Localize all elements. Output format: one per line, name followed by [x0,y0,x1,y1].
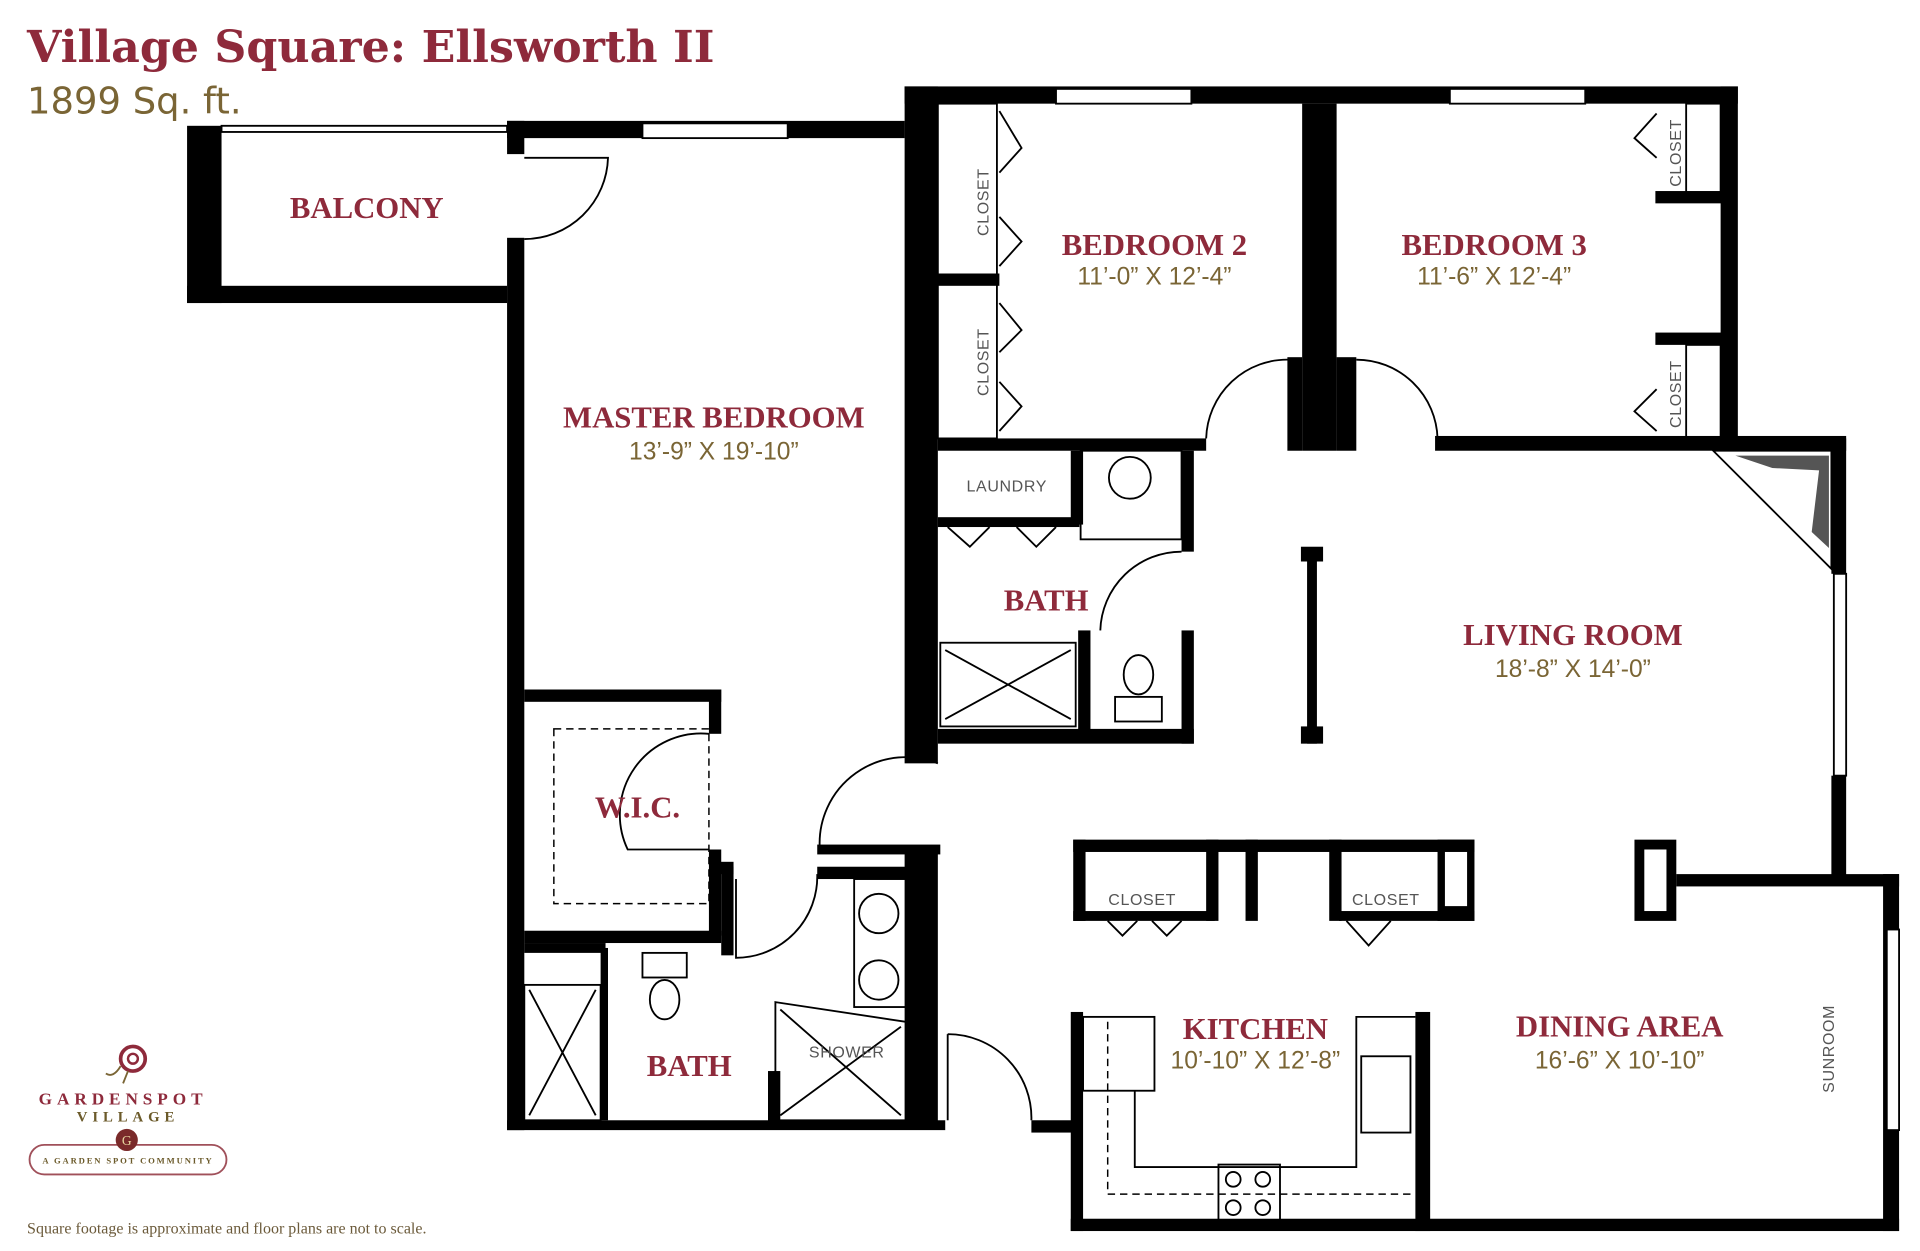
bedroom-2-label: BEDROOM 2 [1062,228,1247,262]
shower-label: SHOWER [809,1045,885,1062]
walls [187,86,1901,1232]
wic-label: W.I.C. [595,790,680,824]
master-bath-label: BATH [647,1049,732,1083]
window [1055,87,1193,105]
window [1448,87,1587,105]
closet-label: CLOSET [975,168,992,236]
closet-label: CLOSET [1352,892,1420,909]
living-room-dims: 18’-8” X 14’-0” [1495,656,1651,683]
toilet-icon [1122,654,1155,696]
kitchen-dims: 10’-10” X 12’-8” [1171,1048,1341,1075]
master-bedroom-dims: 13’-9” X 19’-10” [629,438,799,465]
sunroom-label: SUNROOM [1821,1005,1838,1093]
dining-area-label: DINING AREA [1516,1010,1724,1044]
gardenspot-logo: GARDENSPOT VILLAGE G A GARDEN SPOT COMMU… [28,1044,228,1176]
dining-area-dims: 16’-6” X 10’-10” [1535,1048,1705,1075]
svg-text:GARDENSPOT: GARDENSPOT [39,1089,208,1108]
closet-label: CLOSET [1108,892,1176,909]
kitchen-sink-icon [1360,1055,1412,1134]
window [641,122,789,140]
kitchen-label: KITCHEN [1183,1012,1328,1046]
closet-label: CLOSET [1668,360,1685,428]
closet-label: CLOSET [975,328,992,396]
sink-icon [858,892,900,935]
master-bedroom-label: MASTER BEDROOM [563,400,865,434]
toilet-icon [648,979,681,1021]
hall-bath-label: BATH [1004,584,1089,618]
balcony-label: BALCONY [290,191,444,225]
laundry-label: LAUNDRY [967,478,1047,495]
stove-icon [1217,1163,1281,1223]
bedroom-3-dims: 11’-6” X 12’-4” [1417,264,1571,291]
rose-icon [105,1044,148,1084]
bedroom-3-label: BEDROOM 3 [1401,228,1586,262]
closet-label: CLOSET [1668,119,1685,187]
tub-icon [939,641,1077,728]
sink-icon [1108,455,1152,500]
sink-icon [858,959,900,1001]
living-room-label: LIVING ROOM [1463,618,1683,652]
doors [524,110,1658,1121]
square-footage: 1899 Sq. ft. [27,80,242,123]
svg-text:VILLAGE: VILLAGE [77,1110,179,1126]
window [1885,928,1901,1132]
svg-text:A GARDEN SPOT COMMUNITY: A GARDEN SPOT COMMUNITY [42,1155,213,1165]
svg-text:G: G [122,1133,132,1148]
plan-title: Village Square: Ellsworth II [26,21,714,73]
window [1832,572,1848,777]
disclaimer: Square footage is approximate and floor … [27,1221,426,1238]
bedroom-2-dims: 11’-0” X 12’-4” [1077,264,1231,291]
